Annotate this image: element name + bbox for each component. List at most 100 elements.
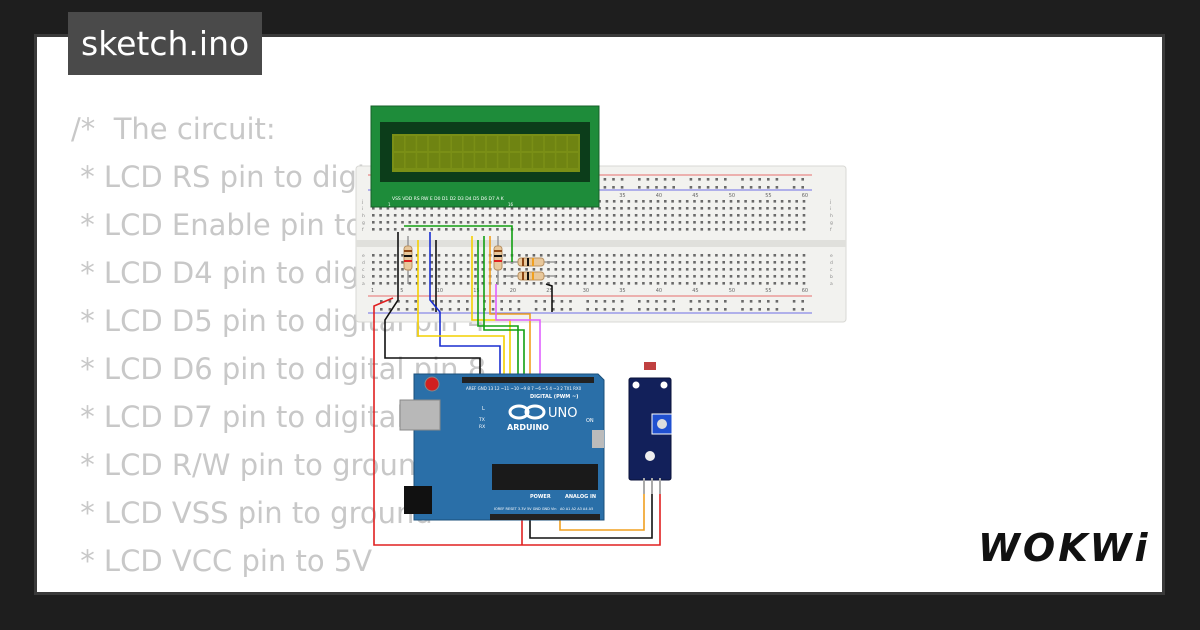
lcd-character-cell [568, 136, 578, 151]
lcd-character-cell [556, 153, 567, 168]
breadboard-column-label: 35 [619, 193, 625, 199]
breadboard-column-label: 35 [619, 288, 625, 294]
lcd-character-cell [428, 153, 439, 168]
lcd-character-cell [452, 153, 462, 168]
lcd-pin-end: 16 [508, 202, 514, 207]
wire-blue [429, 232, 501, 382]
lcd-character-cell [498, 153, 509, 168]
resistor [493, 236, 503, 284]
arduino-uno: UNO ARDUINO DIGITAL (PWM ~) AREF GND 13 … [399, 373, 605, 521]
breadboard-column-label: 10 [437, 288, 443, 294]
breadboard-column-label: 55 [765, 288, 771, 294]
power-analog-header [490, 514, 600, 520]
breadboard-row-label: i [830, 206, 831, 212]
wire-green [483, 236, 525, 382]
breadboard-row-label: c [362, 268, 365, 273]
microcontroller-chip [492, 464, 598, 490]
wire-yellow [417, 240, 505, 382]
usb-port [399, 399, 441, 431]
breadboard-column-label: 45 [692, 288, 698, 294]
breadboard-column-label: 25 [546, 288, 552, 294]
lcd-character-cell [544, 153, 555, 168]
wire-orange [489, 236, 531, 382]
digital-header [462, 377, 594, 383]
lcd-character-cell [452, 136, 462, 151]
lcd-character-cell [533, 153, 544, 168]
resistor [506, 257, 556, 267]
lcd-character-cell [475, 136, 486, 151]
breadboard-column-label: 5 [400, 288, 403, 294]
breadboard-column-label: 1 [371, 288, 374, 294]
breadboard-row-label: c [830, 268, 833, 273]
digital-label: DIGITAL (PWM ~) [530, 394, 578, 400]
breadboard-column-label: 45 [692, 193, 698, 199]
lcd-character-cell [521, 153, 532, 168]
lcd-character-cell [428, 136, 439, 151]
breadboard-row-label: e [830, 254, 833, 259]
lcd-character-cell [521, 136, 532, 151]
resistor [506, 271, 556, 281]
code-line: * LCD VCC pin to 5V [71, 544, 373, 578]
lcd-character-cell [568, 153, 578, 168]
breadboard-column-label: 60 [802, 193, 808, 199]
breadboard-column-label: 40 [656, 193, 662, 199]
wire-yellow [471, 236, 511, 382]
breadboard-row-label: g [362, 221, 365, 226]
breadboard-row-label: d [362, 260, 365, 266]
breadboard-row-label: i [362, 206, 363, 212]
lcd-character-cell [533, 136, 544, 151]
breadboard-column-label: 50 [729, 288, 735, 294]
lcd-character-cell [440, 136, 451, 151]
breadboard-row-label: j [829, 199, 831, 205]
breadboard-row-label: a [362, 282, 365, 287]
lcd-character-cell [556, 136, 567, 151]
lcd-character-cell [510, 153, 520, 168]
breadboard-row-label: e [362, 254, 365, 259]
breadboard-row-label: f [362, 227, 364, 233]
light-sensor-module [628, 362, 673, 494]
breadboard-row-label: a [830, 282, 833, 287]
arduino-model: UNO [548, 406, 577, 421]
breadboard-row-label: d [830, 260, 833, 266]
power-pin-labels: IOREF RESET 3.3V 5V GND GND Vin [494, 507, 556, 511]
arduino-logo-icon [508, 404, 530, 420]
wire-black [545, 283, 553, 312]
lcd-character-cell [440, 153, 451, 168]
rx-led-label: RX [479, 424, 485, 430]
lcd-character-cell [394, 136, 404, 151]
breadboard-column-label: 50 [729, 193, 735, 199]
lcd-character-cell [463, 136, 474, 151]
photoresistor [644, 362, 656, 370]
resistor [403, 236, 413, 284]
on-led-label: ON [586, 418, 594, 424]
wire-black [529, 480, 653, 539]
breadboard-row-label: f [830, 227, 832, 233]
breadboard-column-label: 60 [802, 288, 808, 294]
code-line: /* The circuit: [71, 112, 276, 146]
lcd-character-cell [475, 153, 486, 168]
breadboard-column-label: 40 [656, 288, 662, 294]
power-label: POWER [530, 494, 551, 500]
lcd-character-cell [417, 136, 428, 151]
wire-green [477, 240, 519, 382]
analog-pin-labels: A0 A1 A2 A3 A4 A5 [560, 507, 593, 511]
arduino-logo-text: ARDUINO [507, 423, 549, 432]
breadboard-column-label: 30 [583, 288, 589, 294]
wire-violet [495, 284, 541, 382]
breadboard-column-label: 15 [473, 288, 479, 294]
breadboard-row-label: g [830, 221, 833, 226]
lcd-character-cell [544, 136, 555, 151]
wire-orange [559, 480, 645, 531]
lcd-character-cell [405, 153, 416, 168]
lcd-character-cell [486, 153, 497, 168]
breadboard-column-label: 20 [510, 288, 516, 294]
breadboard-row-label: b [362, 274, 365, 280]
reset-button[interactable] [424, 376, 440, 392]
wires [373, 225, 661, 546]
breadboard-row-label: j [361, 199, 363, 205]
breadboard-row-label: b [830, 274, 833, 280]
tx-led-label: TX [478, 417, 485, 423]
breadboard-row-label: h [830, 213, 833, 219]
lcd-character-cell [417, 153, 428, 168]
